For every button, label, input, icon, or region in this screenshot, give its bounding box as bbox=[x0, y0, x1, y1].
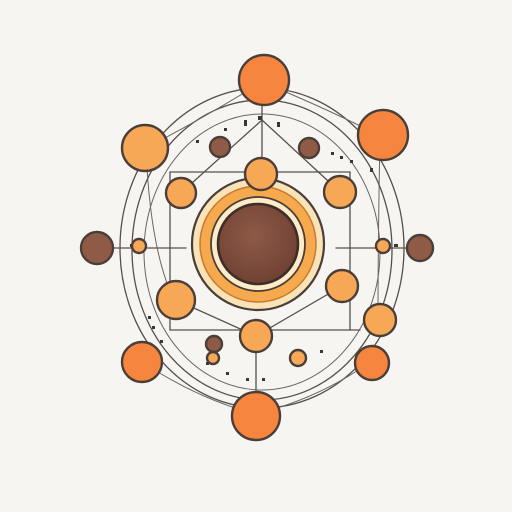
tick-mark bbox=[370, 168, 373, 172]
node-inner-left bbox=[164, 176, 198, 210]
node-inner-bottom bbox=[238, 318, 274, 354]
node-top bbox=[237, 53, 291, 107]
tick-mark bbox=[160, 340, 163, 343]
node-upper-left bbox=[120, 123, 170, 173]
tick-mark bbox=[320, 350, 323, 353]
node-lower-left bbox=[120, 340, 164, 384]
node-upper-right bbox=[356, 108, 410, 162]
node-inner-lower-right bbox=[324, 268, 360, 304]
connector-right-arc bbox=[377, 135, 381, 321]
tick-mark bbox=[394, 244, 398, 247]
node-left-small bbox=[130, 237, 148, 255]
node-inner-top-left-small bbox=[208, 135, 232, 159]
tick-mark bbox=[331, 152, 334, 155]
node-bottom-small-left-2 bbox=[205, 350, 221, 366]
node-lower-right-outer bbox=[353, 344, 391, 382]
tick-mark bbox=[224, 128, 227, 131]
tick-mark bbox=[277, 122, 280, 127]
node-inner-lower-left bbox=[155, 279, 197, 321]
tick-mark bbox=[340, 156, 343, 159]
tick-mark bbox=[246, 378, 249, 381]
tick-mark bbox=[350, 160, 353, 163]
node-far-left bbox=[79, 230, 115, 266]
tick-mark bbox=[196, 140, 199, 143]
tick-mark bbox=[262, 378, 265, 381]
node-inner-top-right-small bbox=[297, 136, 321, 160]
node-right-small bbox=[374, 237, 392, 255]
node-bottom bbox=[230, 390, 282, 442]
tick-mark bbox=[148, 316, 151, 319]
core-node bbox=[190, 176, 326, 312]
tick-mark bbox=[244, 120, 247, 126]
node-inner-right bbox=[322, 174, 358, 210]
node-far-right bbox=[405, 233, 435, 263]
node-bottom-small-left bbox=[204, 334, 224, 354]
core-node-icon bbox=[216, 202, 300, 286]
tick-mark bbox=[258, 116, 262, 120]
node-bottom-small-right bbox=[288, 348, 308, 368]
node-lower-right bbox=[362, 302, 398, 338]
tick-mark bbox=[206, 362, 209, 365]
tick-mark bbox=[226, 372, 229, 375]
nodes bbox=[79, 53, 435, 442]
tick-mark bbox=[152, 326, 155, 329]
node-inner-top bbox=[243, 156, 279, 192]
